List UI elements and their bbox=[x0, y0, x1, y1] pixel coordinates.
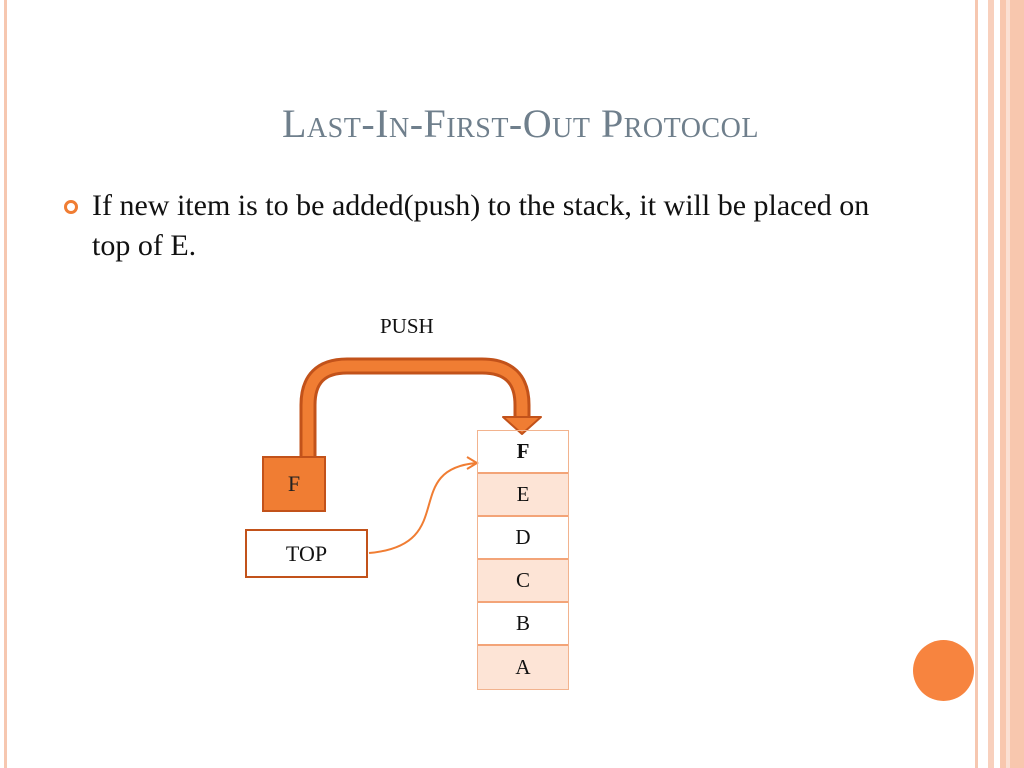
stack-cell-label: C bbox=[515, 568, 530, 592]
frame-right-border bbox=[1006, 0, 1010, 768]
new-item-label: F bbox=[287, 471, 301, 496]
stack-cell-label: D bbox=[515, 525, 531, 549]
top-pointer-label: TOP bbox=[285, 540, 328, 566]
new-item-box: F bbox=[262, 456, 326, 512]
frame-right-border bbox=[1000, 0, 1024, 768]
top-pointer-box: TOP bbox=[245, 529, 368, 578]
push-arrow-fill bbox=[302, 360, 528, 458]
stack-cell: F bbox=[478, 431, 568, 474]
stack-cell-label: F bbox=[516, 439, 530, 463]
push-arrowhead bbox=[502, 416, 542, 435]
stack-cell-label: A bbox=[515, 655, 531, 679]
stack: F E D C B A bbox=[477, 430, 569, 690]
top-pointer-arrow bbox=[368, 462, 477, 554]
slide-title: Last-In-First-Out Protocol bbox=[282, 101, 759, 146]
push-label: PUSH bbox=[380, 314, 434, 338]
frame-left-border bbox=[4, 0, 7, 768]
bullet-text: If new item is to be added(push) to the … bbox=[92, 189, 870, 262]
frame-right-border bbox=[975, 0, 978, 768]
stack-cell-label: E bbox=[516, 482, 530, 506]
stack-cell: A bbox=[478, 646, 568, 689]
bullet-circle-icon bbox=[64, 200, 78, 214]
stack-cell: E bbox=[478, 474, 568, 517]
stack-cell: B bbox=[478, 603, 568, 646]
stack-cell-label: B bbox=[515, 611, 530, 635]
stack-cell: D bbox=[478, 517, 568, 560]
stack-cell: C bbox=[478, 560, 568, 603]
decorative-circle bbox=[913, 640, 974, 701]
frame-right-border bbox=[988, 0, 994, 768]
